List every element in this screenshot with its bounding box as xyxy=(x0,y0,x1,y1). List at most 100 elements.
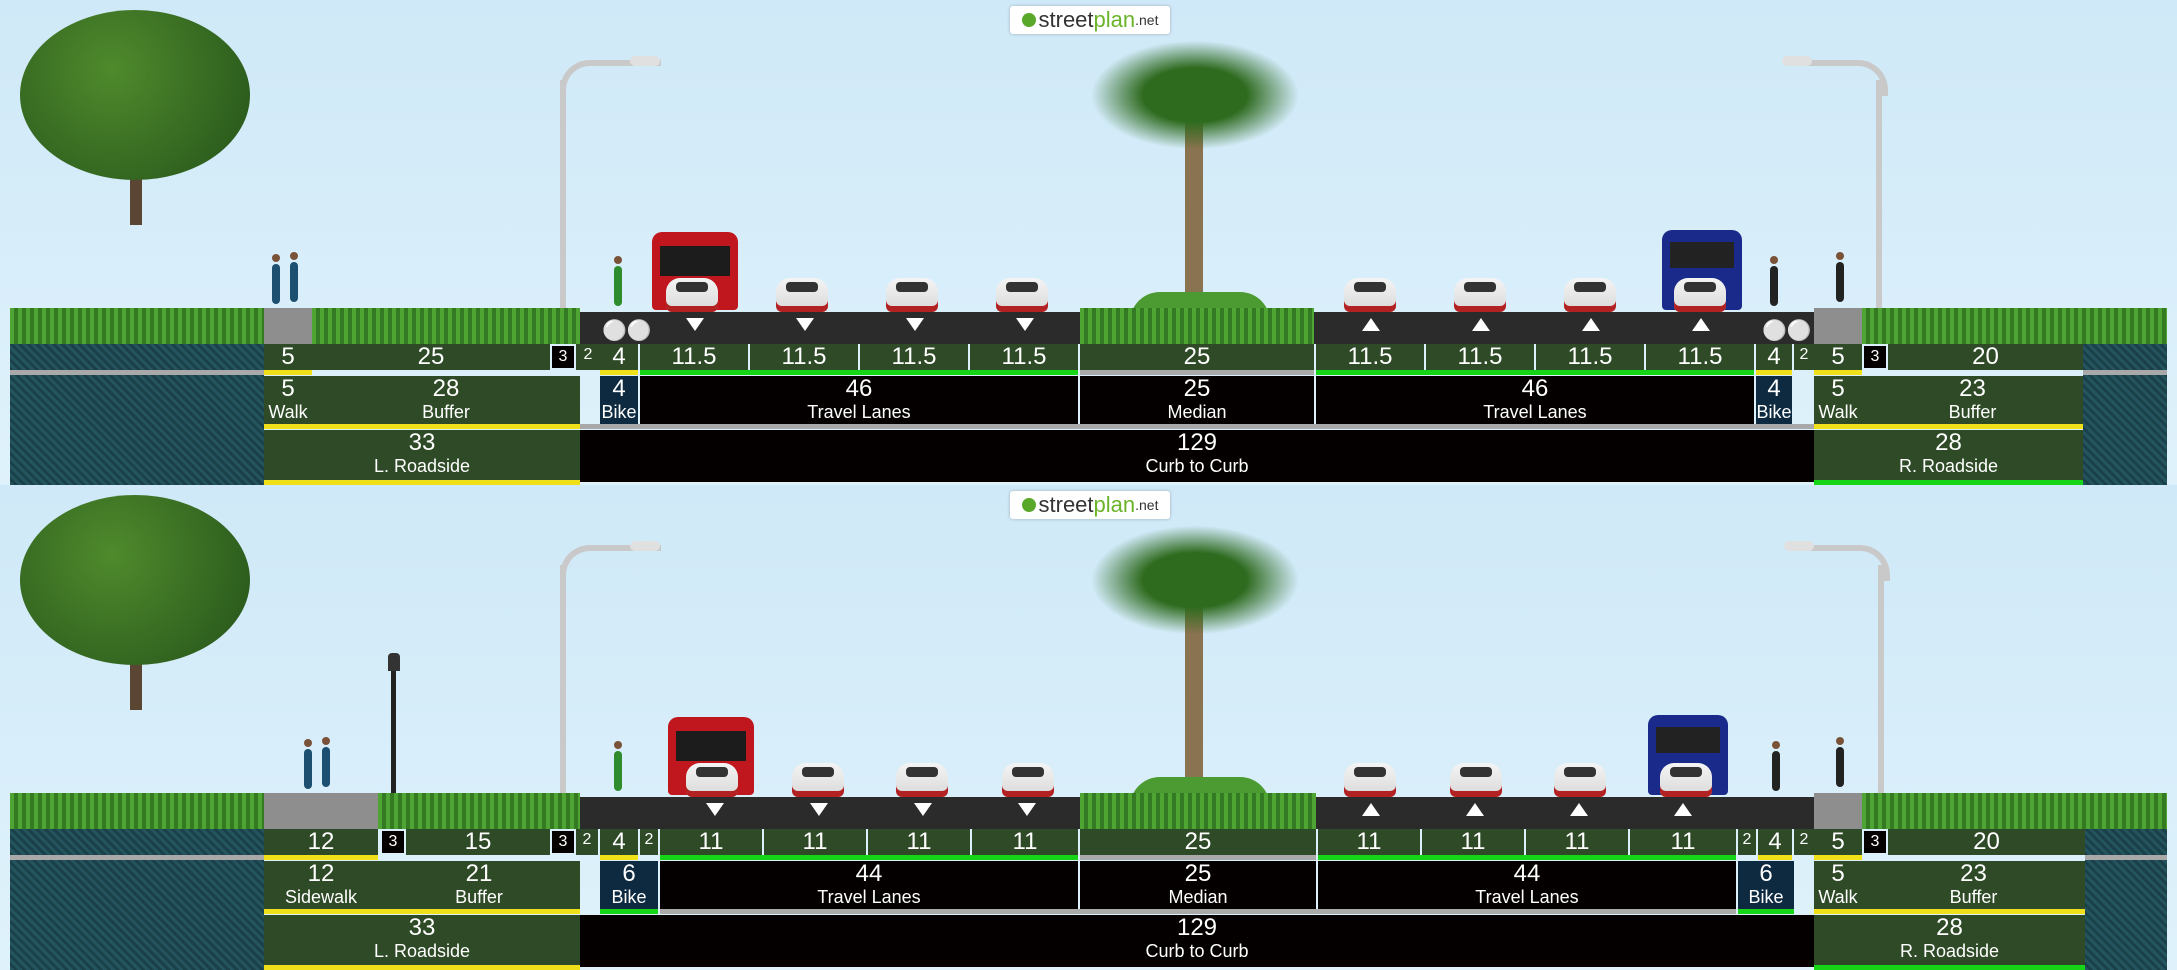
car-icon xyxy=(776,278,828,312)
dim-lane: 11 xyxy=(660,829,762,855)
dim-median: 25 xyxy=(1080,829,1316,855)
roadside-bar xyxy=(1814,424,2083,429)
roadway-surface xyxy=(580,797,1080,829)
dim-buffer: 20 xyxy=(1888,344,2083,370)
dim-lane: 11.5 xyxy=(750,344,858,370)
car-icon xyxy=(886,278,938,312)
gray-line xyxy=(10,370,264,375)
median-bar xyxy=(1080,855,1316,860)
tree-icon xyxy=(10,10,260,225)
car-icon xyxy=(1454,278,1506,312)
car-icon xyxy=(792,763,844,797)
dim-lane: 11.5 xyxy=(1316,344,1424,370)
arrow-down-icon xyxy=(914,803,932,816)
bike-bar xyxy=(1738,909,1794,914)
car-icon xyxy=(1002,763,1054,797)
dim-buffer-2: 2 xyxy=(1794,829,1814,855)
median-bar xyxy=(1080,370,1314,375)
car-icon xyxy=(1564,278,1616,312)
dim-lane: 11.5 xyxy=(1646,344,1754,370)
curb-bar xyxy=(580,424,1814,429)
dim-sidewalk: 12 xyxy=(264,829,378,855)
walk-bar xyxy=(264,855,378,860)
cyclist-icon xyxy=(614,256,622,306)
tree-logo-icon xyxy=(1021,13,1036,27)
roadside-bar xyxy=(1814,965,2085,970)
gray-line xyxy=(2083,370,2167,375)
bike-bar xyxy=(1758,855,1792,860)
dim-buffer-2: 2 xyxy=(576,344,600,370)
dim-lane: 11.5 xyxy=(1426,344,1534,370)
arrow-down-icon xyxy=(1018,803,1036,816)
dim-buffer: 25 xyxy=(312,344,550,370)
sidewalk-surface xyxy=(264,793,378,829)
dim-gutter: 3 xyxy=(1864,831,1886,853)
tree-logo-icon xyxy=(1021,498,1036,512)
dim-buffer-2: 2 xyxy=(576,829,598,855)
palm-tree-icon xyxy=(1090,40,1300,300)
dim-gutter: 3 xyxy=(552,346,574,368)
dim-lane: 11 xyxy=(1422,829,1524,855)
soil-left xyxy=(10,344,264,485)
buffer-surface xyxy=(378,793,580,829)
car-icon xyxy=(996,278,1048,312)
arrow-down-icon xyxy=(706,803,724,816)
roadway-surface xyxy=(1314,312,1814,344)
arrow-up-icon xyxy=(1582,318,1600,331)
dim-walk: 5 xyxy=(1814,344,1862,370)
dim-lane: 11.5 xyxy=(1536,344,1644,370)
cyclist-icon xyxy=(1770,256,1778,306)
car-icon xyxy=(1660,763,1712,797)
arrow-up-icon xyxy=(1362,803,1380,816)
lane-bar xyxy=(660,855,1078,860)
arrow-down-icon xyxy=(796,318,814,331)
arrow-down-icon xyxy=(686,318,704,331)
arrow-up-icon xyxy=(1362,318,1380,331)
buffer-surface xyxy=(312,308,580,344)
dim-buffer-2: 2 xyxy=(640,829,658,855)
arrow-up-icon xyxy=(1472,318,1490,331)
dim-bike: 4 xyxy=(1758,829,1792,855)
dim-lane: 11 xyxy=(868,829,970,855)
soil-left xyxy=(10,829,264,970)
grass-strip xyxy=(10,793,264,829)
dim-bike: 4 xyxy=(1756,344,1792,370)
arrow-up-icon xyxy=(1692,318,1710,331)
pedestrian-icon xyxy=(322,737,330,787)
car-icon xyxy=(896,763,948,797)
roadside-bar xyxy=(264,909,580,914)
lane-bar xyxy=(1316,370,1754,375)
lane-bar xyxy=(640,370,1078,375)
buffer-surface xyxy=(1862,793,2167,829)
car-icon xyxy=(1450,763,1502,797)
roadside-bar xyxy=(1814,909,2085,914)
grass-strip xyxy=(10,308,264,344)
roadside-bar xyxy=(264,424,580,429)
dim-lane: 11 xyxy=(764,829,866,855)
pedestrian-icon xyxy=(272,254,280,304)
walk-bar xyxy=(1814,370,1862,375)
bike-bar xyxy=(600,370,638,375)
arrow-down-icon xyxy=(906,318,924,331)
walk-bar xyxy=(1814,855,1862,860)
tree-icon xyxy=(10,495,260,710)
dim-lane: 11 xyxy=(1526,829,1628,855)
arrow-up-icon xyxy=(1466,803,1484,816)
cyclist-icon xyxy=(614,741,622,791)
dim-median: 25 xyxy=(1080,344,1314,370)
